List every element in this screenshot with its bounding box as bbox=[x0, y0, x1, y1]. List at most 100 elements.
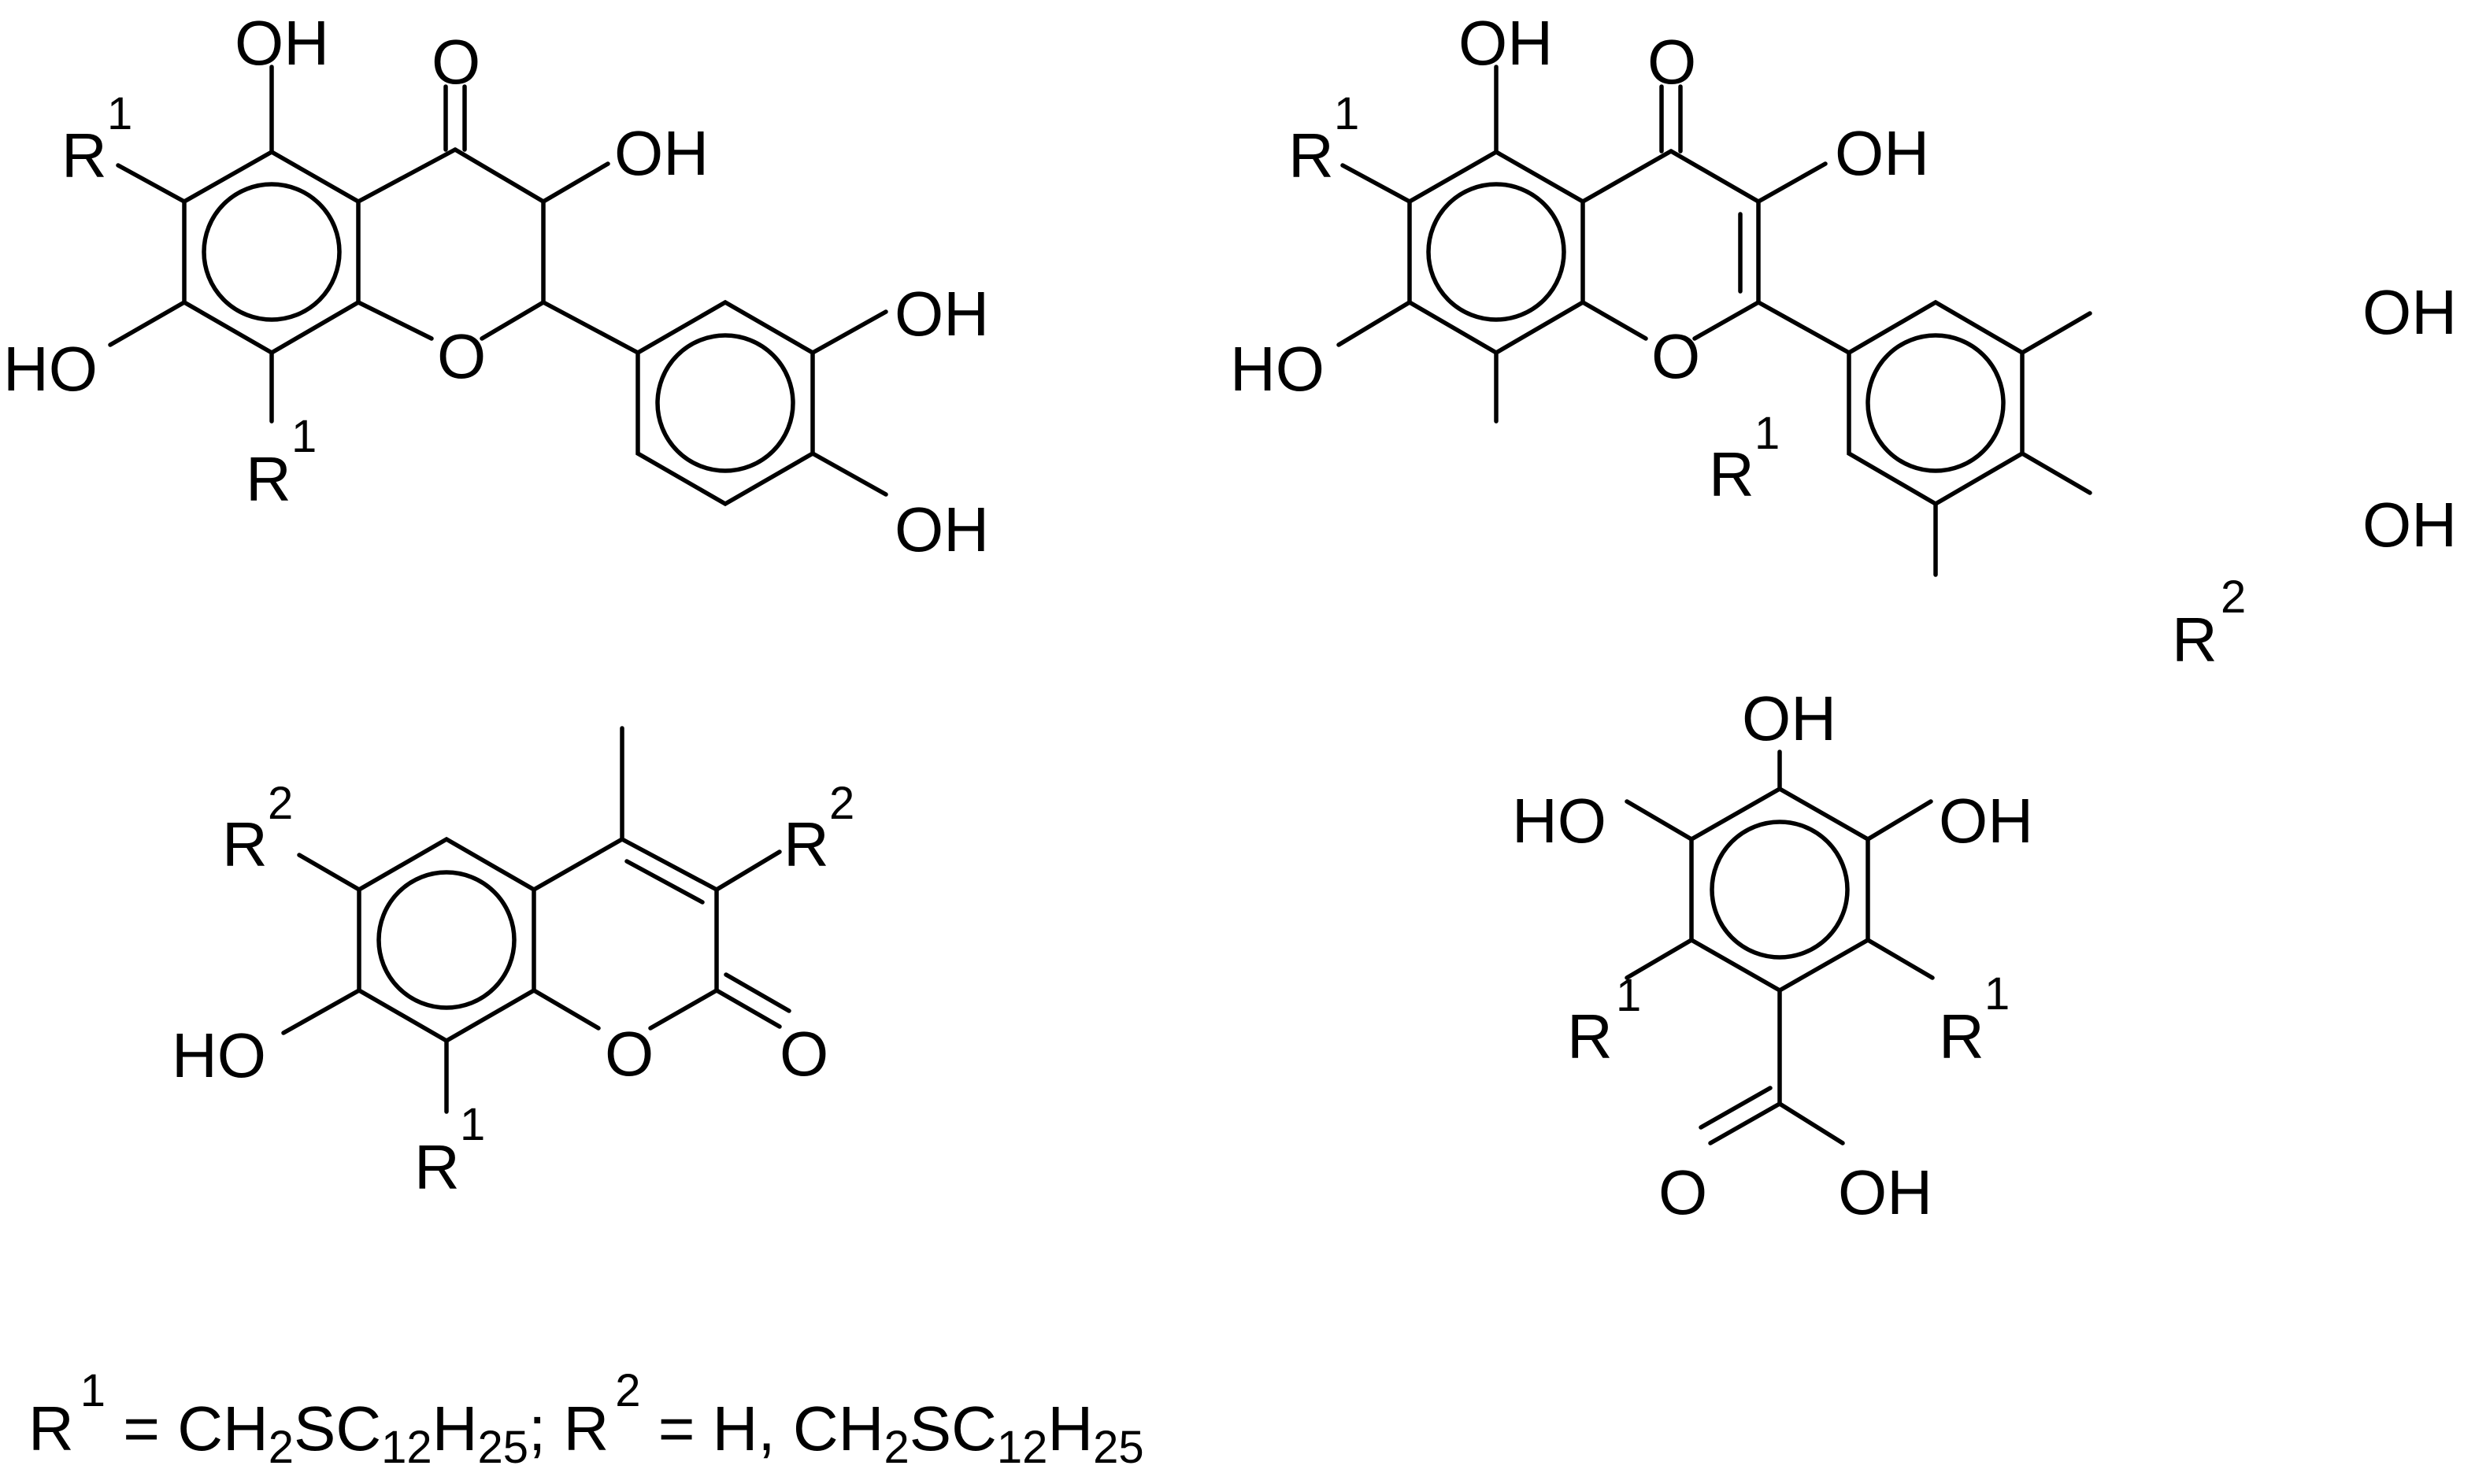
bond bbox=[1756, 161, 1828, 204]
bond bbox=[1708, 1101, 1782, 1145]
bond bbox=[541, 161, 610, 204]
atom-label-ho: HO bbox=[1230, 334, 1325, 404]
ring-coumarin-aromatic-circle bbox=[376, 870, 517, 1010]
atom-label-o-carbonyl: O bbox=[432, 27, 480, 97]
bond bbox=[620, 837, 719, 892]
structure-gallic-acid: OH HO OH R 1 R 1 O OH bbox=[1512, 683, 2033, 1227]
atom-label-r-superscript: 2 bbox=[2221, 572, 2246, 623]
atom-label-r-superscript: 1 bbox=[1754, 408, 1780, 459]
atom-label-oh: OH bbox=[2362, 277, 2457, 347]
atom-label-r: R bbox=[246, 444, 291, 514]
bond bbox=[2020, 311, 2092, 355]
structure-coumarin: R 2 R 2 HO O O R 1 bbox=[172, 726, 854, 1202]
atom-label-oh: OH bbox=[1939, 786, 2033, 856]
atom-label-oh: OH bbox=[895, 279, 989, 349]
atom-label-o-carbonyl: O bbox=[1658, 1157, 1707, 1227]
atom-label-o-carbonyl: O bbox=[780, 1019, 828, 1089]
atom-label-r-superscript: 1 bbox=[460, 1099, 485, 1150]
bond bbox=[624, 859, 705, 905]
bond bbox=[356, 300, 434, 341]
caption-r1-symbol: R bbox=[28, 1393, 74, 1464]
bond bbox=[810, 309, 888, 355]
bond bbox=[1669, 149, 1761, 204]
bond bbox=[648, 988, 719, 1031]
caption-text: = CH bbox=[106, 1393, 269, 1464]
ring-a-1 bbox=[182, 149, 361, 356]
ring-b-1-aromatic-circle bbox=[655, 333, 795, 473]
caption-text: H bbox=[1047, 1393, 1093, 1464]
structure-flavanonol: OH O OH R 1 HO O R 1 OH OH bbox=[3, 8, 989, 564]
bond bbox=[541, 300, 640, 355]
caption-subscript: 2 bbox=[269, 1422, 294, 1473]
atom-label-o-ring: O bbox=[1651, 321, 1700, 391]
caption-line: R1 = CH2SC12H25; R2 = H, CH2SC12H25 bbox=[28, 1365, 1144, 1473]
atom-label-oh: OH bbox=[1458, 8, 1553, 78]
atom-label-oh: OH bbox=[1838, 1157, 1932, 1227]
ring-a-2-aromatic-circle bbox=[1426, 182, 1566, 322]
atom-label-r-superscript: 1 bbox=[1984, 968, 2010, 1020]
bond bbox=[532, 837, 624, 892]
caption-text: ; R bbox=[528, 1393, 609, 1464]
atom-label-oh: OH bbox=[1742, 683, 1836, 753]
caption-text: SC bbox=[294, 1393, 381, 1464]
bond bbox=[1625, 938, 1694, 980]
bond bbox=[356, 147, 458, 204]
caption-text: H bbox=[432, 1393, 478, 1464]
atom-label-r: R bbox=[414, 1132, 460, 1202]
atom-label-r-superscript: 1 bbox=[1334, 88, 1359, 139]
atom-label-r: R bbox=[222, 809, 268, 879]
substituent-definition-caption: R1 = CH2SC12H25; R2 = H, CH2SC12H25 bbox=[28, 1365, 1144, 1473]
caption-subscript: 2 bbox=[884, 1422, 909, 1473]
atom-label-r: R bbox=[1288, 120, 1334, 191]
atom-label-r: R bbox=[1939, 1001, 1984, 1071]
bond bbox=[1692, 300, 1761, 341]
bond bbox=[1580, 300, 1648, 341]
ring-b-2 bbox=[1847, 299, 2025, 507]
ring-coumarin-benzene bbox=[357, 836, 536, 1044]
caption-text: = H, CH bbox=[640, 1393, 884, 1464]
atom-label-r-superscript: 2 bbox=[268, 778, 293, 829]
atom-label-r: R bbox=[2172, 605, 2217, 675]
atom-label-r-superscript: 2 bbox=[829, 778, 854, 829]
bond bbox=[1866, 799, 1933, 842]
atom-label-o-carbonyl: O bbox=[1647, 27, 1696, 97]
atom-label-oh: OH bbox=[235, 8, 329, 78]
atom-label-ho: HO bbox=[172, 1020, 266, 1090]
bond bbox=[810, 451, 888, 497]
atom-label-r-superscript: 1 bbox=[291, 411, 317, 462]
atom-label-oh: OH bbox=[895, 494, 989, 564]
ring-gallic bbox=[1689, 786, 1870, 994]
bond bbox=[1336, 300, 1412, 347]
caption-text: SC bbox=[910, 1393, 997, 1464]
caption-subscript: 12 bbox=[381, 1422, 432, 1473]
bond bbox=[108, 300, 187, 347]
bond bbox=[1580, 149, 1673, 204]
bond bbox=[714, 849, 782, 892]
caption-r1-superscript: 1 bbox=[80, 1365, 106, 1416]
atom-label-oh: OH bbox=[2362, 490, 2457, 560]
atom-label-r: R bbox=[1567, 1001, 1613, 1071]
bond bbox=[1625, 799, 1694, 842]
caption-subscript: 25 bbox=[477, 1422, 528, 1473]
atom-label-r: R bbox=[1709, 439, 1754, 509]
atom-label-r: R bbox=[61, 120, 107, 191]
ring-b-2-aromatic-circle bbox=[1866, 333, 2006, 473]
bond bbox=[2020, 451, 2092, 495]
bond bbox=[714, 988, 782, 1029]
caption-r2-superscript: 2 bbox=[615, 1365, 640, 1416]
ring-gallic-aromatic-circle bbox=[1710, 820, 1850, 960]
bond bbox=[1699, 1086, 1773, 1130]
bond bbox=[1866, 938, 1935, 980]
caption-subscript: 12 bbox=[997, 1422, 1048, 1473]
atom-label-oh: OH bbox=[614, 118, 709, 188]
bond bbox=[1756, 300, 1851, 355]
ring-b-1 bbox=[635, 299, 815, 507]
bond bbox=[480, 300, 546, 341]
bond bbox=[116, 163, 187, 204]
atom-label-o-ring: O bbox=[605, 1019, 654, 1089]
caption-subscript: 25 bbox=[1093, 1422, 1144, 1473]
bond bbox=[1777, 1101, 1845, 1145]
atom-label-r: R bbox=[784, 809, 829, 879]
atom-label-r-superscript: 1 bbox=[107, 88, 132, 139]
ring-a-1-aromatic-circle bbox=[202, 182, 342, 322]
